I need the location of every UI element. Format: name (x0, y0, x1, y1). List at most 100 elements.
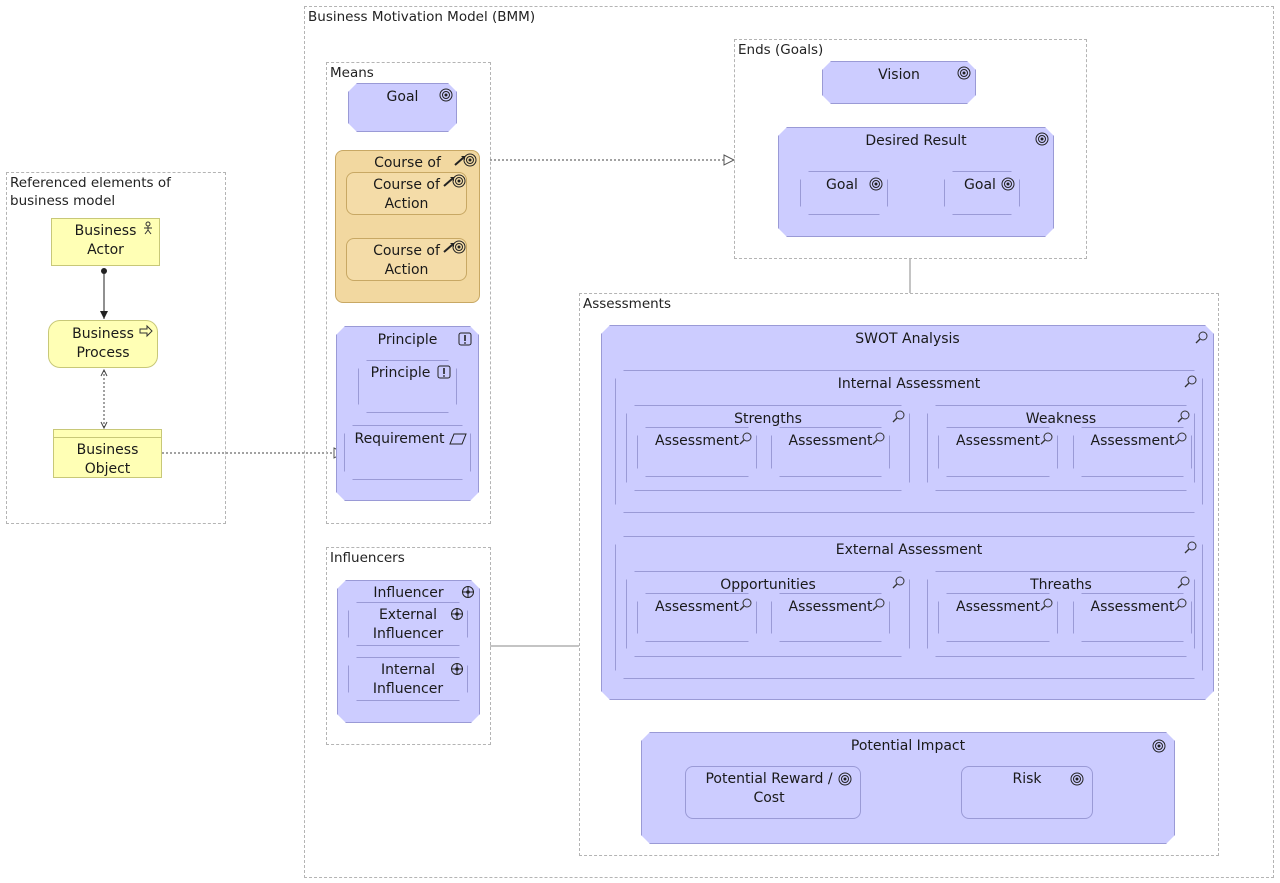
business-actor-label: Business Actor (74, 223, 137, 258)
external-influencer[interactable]: External Influencer (348, 602, 468, 646)
magnifier-icon (739, 431, 753, 445)
exclamation-icon (437, 365, 451, 379)
bmm-group[interactable]: Business Motivation Model (BMM) (304, 6, 1274, 878)
vision[interactable]: Vision (822, 61, 976, 104)
requirement-label: Requirement (354, 431, 445, 447)
course-of-action-inner-1[interactable]: Course of Action (346, 172, 467, 215)
influencer-icon (450, 607, 464, 621)
assessment-label: Assessment (655, 599, 739, 615)
potential-reward-cost-label: Potential Reward / Cost (705, 771, 833, 806)
magnifier-icon (872, 431, 886, 445)
magnifier-icon (892, 409, 906, 423)
ends-goal-1-label: Goal (826, 177, 858, 193)
ends-goal-1[interactable]: Goal (800, 171, 888, 215)
business-object[interactable]: Business Object (53, 429, 162, 478)
assessment-label: Assessment (788, 599, 873, 615)
assessment[interactable]: Assessment (1073, 427, 1192, 477)
course-of-action-icon (453, 153, 477, 167)
magnifier-icon (872, 597, 886, 611)
means-group-label: Means (330, 65, 374, 81)
assessment-label: Assessment (1090, 433, 1175, 449)
target-icon (1035, 132, 1049, 146)
principle-inner-label: Principle (370, 365, 431, 381)
assessment[interactable]: Assessment (938, 593, 1058, 642)
principle-inner[interactable]: Principle (358, 360, 457, 413)
external-influencer-label: External Influencer (372, 607, 444, 642)
assessments-group[interactable]: Assessments (579, 293, 1219, 856)
magnifier-icon (1195, 330, 1209, 344)
threaths-label: Threaths (1030, 577, 1092, 593)
assessment[interactable]: Assessment (637, 593, 757, 642)
assessment-label: Assessment (1090, 599, 1175, 615)
external-assessment-label: External Assessment (835, 542, 983, 558)
vision-label: Vision (878, 67, 920, 83)
potential-reward-cost[interactable]: Potential Reward / Cost (685, 766, 861, 819)
parallelogram-icon (449, 432, 467, 446)
influencer-label: Influencer (373, 585, 444, 601)
influencer-icon (461, 585, 475, 599)
business-actor[interactable]: Business Actor (51, 218, 160, 266)
magnifier-icon (1177, 409, 1191, 423)
swot-analysis-label: SWOT Analysis (855, 331, 960, 347)
exclamation-icon (458, 332, 472, 346)
course-of-action-inner-1-label: Course of Action (373, 177, 440, 212)
target-icon (838, 772, 852, 786)
opportunities-label: Opportunities (720, 577, 816, 593)
target-icon (1070, 772, 1084, 786)
assessment[interactable]: Assessment (1073, 593, 1192, 642)
course-of-action-icon (442, 240, 466, 254)
desired-result-label: Desired Result (865, 133, 967, 149)
magnifier-icon (739, 597, 753, 611)
magnifier-icon (1174, 431, 1188, 445)
course-of-action-inner-2-label: Course of Action (373, 243, 440, 278)
influencer[interactable]: Influencer (337, 580, 480, 723)
course-of-action-icon (442, 174, 466, 188)
arrow-right-icon (139, 324, 153, 338)
target-icon (957, 66, 971, 80)
internal-influencer[interactable]: Internal Influencer (348, 657, 468, 701)
assignment-dot (101, 268, 107, 274)
means-goal[interactable]: Goal (348, 83, 457, 132)
influencers-group-label: Influencers (330, 550, 405, 566)
target-icon (1152, 739, 1166, 753)
assessment-label: Assessment (788, 433, 873, 449)
ends-group[interactable]: Ends (Goals) (734, 39, 1087, 259)
assessment[interactable]: Assessment (637, 427, 757, 477)
assessment[interactable]: Assessment (771, 427, 890, 477)
assessment[interactable]: Assessment (771, 593, 890, 642)
referenced-group[interactable]: Referenced elements of business model (6, 172, 226, 524)
business-process-label: Business Process (72, 326, 134, 361)
ends-group-label: Ends (Goals) (738, 42, 824, 58)
internal-assessment-label: Internal Assessment (837, 376, 981, 392)
principle-label: Principle (377, 332, 438, 348)
actor-icon (141, 221, 155, 235)
target-icon (439, 88, 453, 102)
magnifier-icon (1177, 575, 1191, 589)
influencers-group[interactable]: Influencers (326, 547, 491, 745)
internal-influencer-label: Internal Influencer (372, 662, 444, 697)
risk-label: Risk (1012, 771, 1042, 787)
assessments-group-label: Assessments (583, 296, 672, 312)
assessment-label: Assessment (655, 433, 739, 449)
target-icon (869, 177, 883, 191)
business-process[interactable]: Business Process (48, 320, 158, 368)
risk[interactable]: Risk (961, 766, 1093, 819)
business-object-label: Business Object (76, 442, 139, 477)
course-of-action-inner-2[interactable]: Course of Action (346, 238, 467, 281)
assessment-label: Assessment (956, 433, 1040, 449)
ends-goal-2[interactable]: Goal (944, 171, 1020, 215)
course-of-action-label: Course of (374, 155, 441, 171)
requirement[interactable]: Requirement (344, 425, 471, 480)
magnifier-icon (1174, 597, 1188, 611)
magnifier-icon (1184, 374, 1198, 388)
assessment[interactable]: Assessment (938, 427, 1058, 477)
ends-goal-2-label: Goal (964, 177, 996, 193)
magnifier-icon (892, 575, 906, 589)
weakness-label: Weakness (1025, 411, 1097, 427)
means-goal-label: Goal (386, 89, 419, 105)
means-group[interactable]: Means (326, 62, 491, 524)
magnifier-icon (1040, 597, 1054, 611)
assessment-label: Assessment (956, 599, 1040, 615)
influencer-icon (450, 662, 464, 676)
